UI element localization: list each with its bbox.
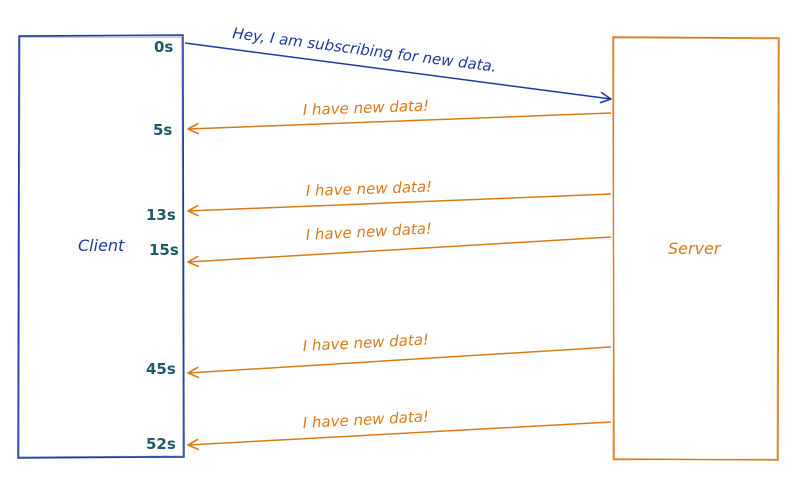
response-message: I have new data!	[302, 407, 429, 432]
server-label: Server	[668, 239, 722, 258]
response-arrow	[187, 346, 612, 379]
request-time-label: 0s	[154, 38, 173, 56]
request-message: Hey, I am subscribing for new data.	[231, 24, 497, 76]
response-time-label: 5s	[153, 121, 172, 139]
response-time-label: 13s	[146, 206, 176, 224]
server-box	[612, 36, 780, 461]
request-arrow	[184, 42, 612, 104]
response-arrow	[187, 193, 612, 217]
response-arrow	[187, 236, 612, 268]
response-arrow	[187, 421, 612, 451]
response-time-label: 52s	[146, 435, 176, 453]
response-time-label: 45s	[146, 360, 176, 378]
response-message: I have new data!	[306, 178, 433, 200]
response-message: I have new data!	[302, 330, 429, 355]
response-message: I have new data!	[305, 219, 432, 244]
response-time-label: 15s	[149, 241, 179, 259]
client-box	[17, 34, 185, 459]
client-label: Client	[78, 236, 125, 255]
response-message: I have new data!	[303, 97, 430, 119]
response-arrow	[187, 112, 612, 135]
